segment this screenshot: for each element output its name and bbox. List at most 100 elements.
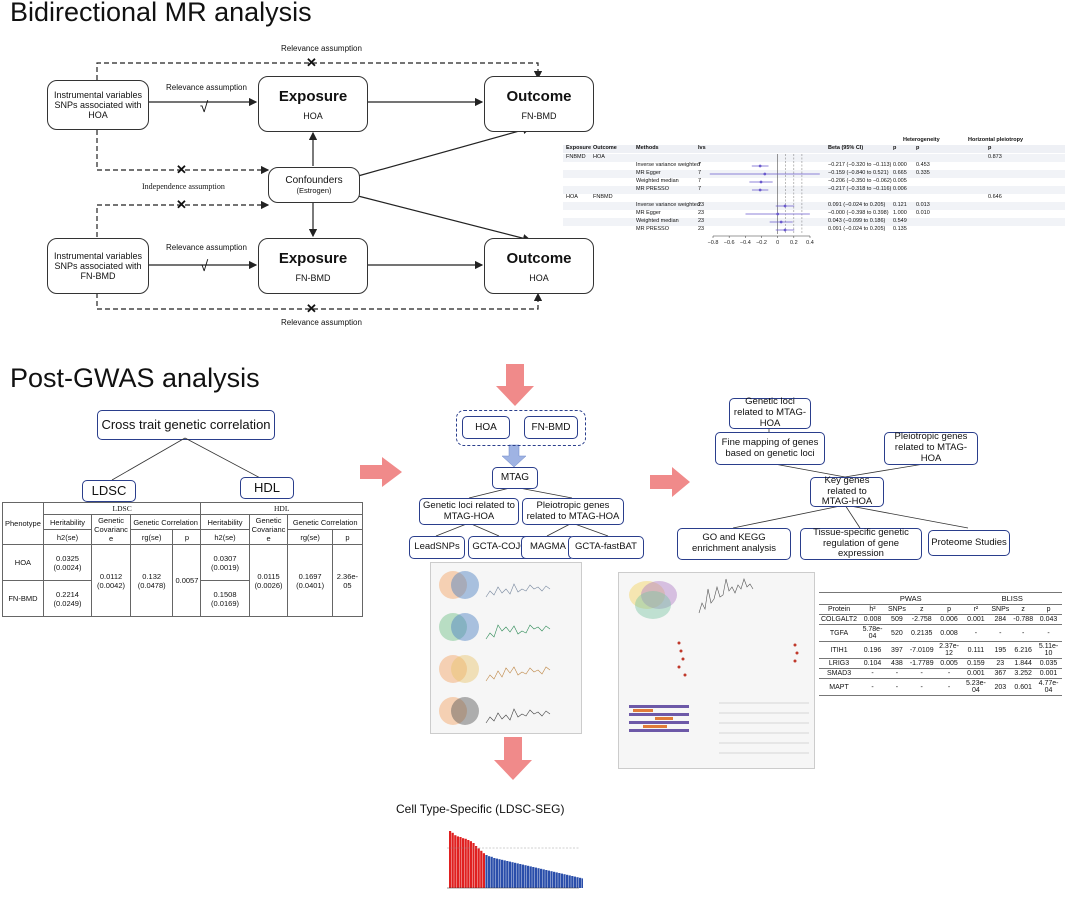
arrow-right-right [650,467,690,497]
gc-l-rg-value: 0.132 (0.0478) [129,544,174,617]
pt-cell: - [907,668,936,679]
forest-cell-p: 0.549 [893,218,907,224]
relevance-label-upper: Relevance assumption [166,83,247,92]
iv-box-fnbmd: Instrumental variables SNPs associated w… [47,238,149,294]
pt-cell: 3.252 [1011,668,1036,679]
forest-cell-outcome: HOA [593,154,605,160]
outcome-label-top: Outcome [506,87,572,105]
cell-type-bar [501,859,504,888]
forest-cell-ivs: 23 [698,226,705,232]
relevance-label-top: Relevance assumption [281,44,362,53]
cell-type-bar [467,840,470,888]
exposure-box-top: Exposure HOA [258,76,368,132]
pt-cell: 284 [989,614,1012,625]
cell-type-bar [508,861,511,888]
kg-proteome-box: Proteome Studies [928,530,1010,556]
forest-cell-exposure: FNBMD [566,154,586,160]
pt-bliss-group: BLISS [962,592,1062,605]
pt-cell: - [1035,624,1062,642]
pt-cell: 2.37e-12 [935,641,963,659]
cell-type-bar [516,863,519,888]
pt-cell: - [935,678,963,696]
cell-type-bar [534,867,537,888]
outcome-value-top: FN-BMD [521,110,557,121]
forest-point [783,204,787,208]
arrow-down-top [496,364,534,406]
forest-cell-p: 0.006 [893,186,907,192]
gc-h-gencov: Genetic Covarianc e [248,514,289,545]
pt-cell: -0.788 [1011,614,1036,625]
forest-cell-beta: −0.217 (−0.318 to −0.116) [828,186,892,192]
thumbnail-enrichment-art [629,578,809,754]
pt-cell: 5.23e-04 [962,678,990,696]
gc-h-cov-value: 0.0115 (0.0026) [248,544,289,617]
outcome-box-bottom: Outcome HOA [484,238,594,294]
pt-cell: 438 [885,658,908,669]
forest-cell-p: 0.665 [893,170,907,176]
pt-header-cell: p [935,604,963,615]
forest-header-beta: Beta (95% CI) [828,145,864,151]
cell-type-chart [443,826,589,910]
cell-type-bar [558,873,561,888]
pt-header-cell: SNPs [885,604,908,615]
pt-cell: 4.77e-04 [1035,678,1062,696]
pt-cell: 1.844 [1011,658,1036,669]
forest-cell-ivs: 23 [698,202,705,208]
ldsc-box: LDSC [82,480,136,502]
cell-type-bar [563,874,566,888]
iv-box-fnbmd-text: Instrumental variables SNPs associated w… [53,251,143,281]
forest-header-het: Heterogeneity [903,137,940,143]
cell-type-bar [524,865,527,888]
forest-cell-pleio: 0.646 [988,194,1002,200]
thumbnail-venn-manhattan-art [439,571,551,725]
iv-box-hoa-text: Instrumental variables SNPs associated w… [53,90,143,120]
gc-h-rgse: rg(se) [287,529,333,545]
confounders-sub: (Estrogen) [296,186,332,195]
pt-cell: - [885,668,908,679]
pt-cell: 195 [989,641,1012,659]
cross-mark-bottom: ✕ [306,301,317,316]
cell-type-bar [480,850,483,888]
forest-header-row: Exposure Outcome Methods Ivs Beta (95% C… [563,145,1065,153]
cell-type-bar [579,877,582,888]
forest-cell-p: 1.000 [893,210,907,216]
pt-cell: 0.043 [1035,614,1062,625]
forest-header-p: p [893,145,897,151]
pt-header-cell: z [907,604,936,615]
cell-type-title: Cell Type-Specific (LDSC-SEG) [396,802,565,816]
exposure-box-bottom: Exposure FN-BMD [258,238,368,294]
cell-type-bar [537,868,540,888]
pt-pwas-group: PWAS [859,592,963,605]
forest-point [759,180,763,184]
forest-header-het-p: p [916,145,920,151]
confounders-box: Confounders (Estrogen) [268,167,360,203]
cell-type-bar [495,858,498,888]
pt-cell: 0.2135 [907,624,936,642]
gcta-fastbat-box: GCTA-fastBAT [568,536,644,559]
hdl-box: HDL [240,477,294,499]
exposure-label-top: Exposure [278,87,348,105]
cell-type-bar [485,855,488,888]
pt-cell: 397 [885,641,908,659]
input-traits-group [456,410,586,446]
pt-cell: 203 [989,678,1012,696]
arrow-blue-mtag [501,444,527,468]
gc-h-rg-value: 0.1697 (0.0401) [287,544,333,617]
arrow-down-bottom [494,737,532,780]
gc-l-heritability: Heritability [42,514,93,530]
pt-cell: 0.001 [962,668,990,679]
gc-hoa-l-h2: 0.0325 (0.0024) [42,544,93,581]
forest-point [763,172,767,176]
pt-cell: COLGALT2 [819,614,860,625]
cell-type-bar [527,865,530,888]
pt-cell: - [859,678,886,696]
cell-type-bar [469,841,472,888]
pt-cell: MAPT [819,678,860,696]
cell-type-bar [571,876,574,888]
